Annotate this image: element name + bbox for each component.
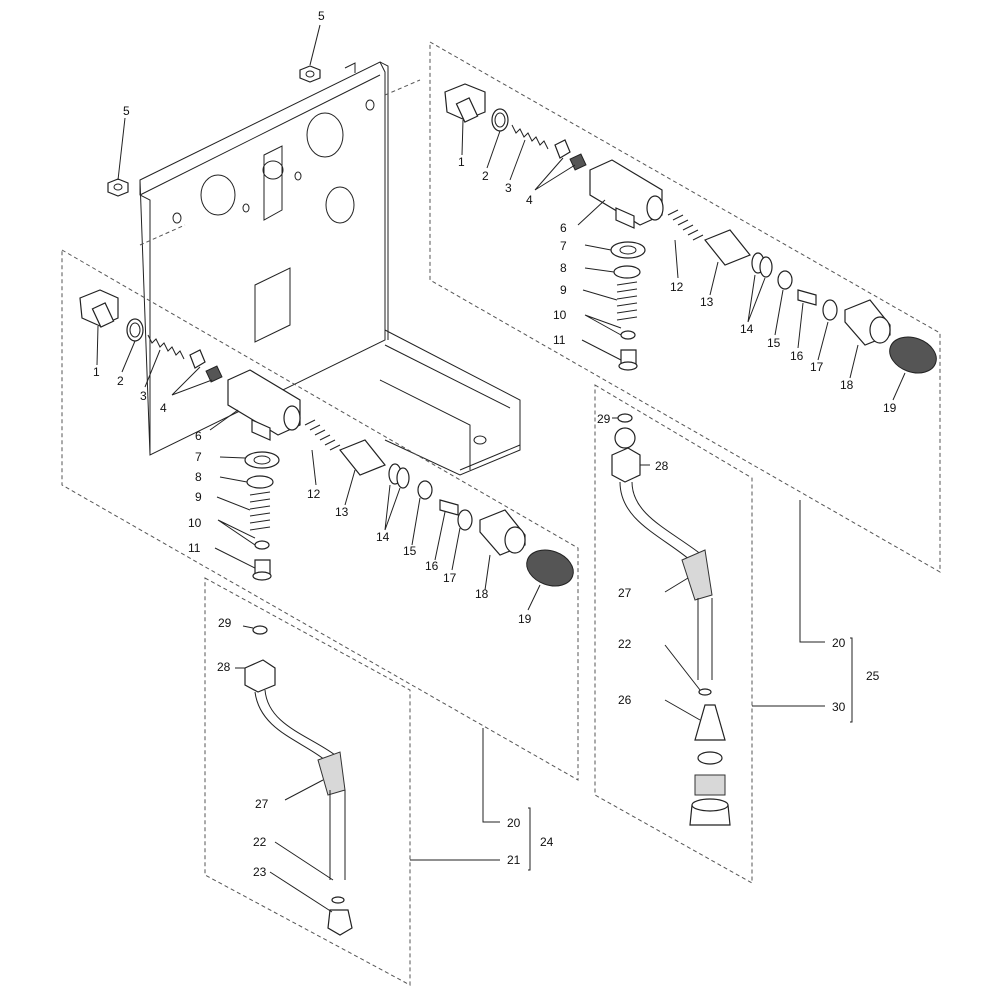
callout-right-12: 12 [670, 280, 684, 294]
nut-5-left [107, 178, 129, 197]
callout-right-14: 14 [740, 322, 754, 336]
callout-left-4: 4 [160, 401, 167, 415]
callout-5-left: 5 [123, 104, 130, 118]
callout-right-7: 7 [560, 239, 567, 253]
callout-left-12: 12 [307, 487, 321, 501]
callout-right-20: 20 [832, 636, 846, 650]
callout-right-6: 6 [560, 221, 567, 235]
callout-left-22: 22 [253, 835, 267, 849]
chassis-frame [139, 61, 521, 476]
callout-right-10: 10 [553, 308, 567, 322]
callout-right-2: 2 [482, 169, 489, 183]
callout-left-10: 10 [188, 516, 202, 530]
callout-right-18: 18 [840, 378, 854, 392]
callout-right-30: 30 [832, 700, 846, 714]
right-wand-box [594, 384, 753, 884]
callout-labels: 5 5 1 2 3 4 6 7 8 9 10 11 12 13 14 15 16… [93, 9, 897, 879]
callout-left-3: 3 [140, 389, 147, 403]
leader-lines [96, 24, 906, 913]
callout-right-28: 28 [655, 459, 669, 473]
callout-right-13: 13 [700, 295, 714, 309]
callout-right-17: 17 [810, 360, 824, 374]
callout-left-7: 7 [195, 450, 202, 464]
callout-right-4: 4 [526, 193, 533, 207]
callout-right-29: 29 [597, 412, 611, 426]
left-valve-assembly [79, 289, 574, 587]
callout-left-23: 23 [253, 865, 267, 879]
nut-5-top [299, 65, 321, 83]
callout-right-15: 15 [767, 336, 781, 350]
callout-left-16: 16 [425, 559, 439, 573]
left-steam-wand [244, 625, 353, 936]
callout-left-27: 27 [255, 797, 269, 811]
callout-left-19: 19 [518, 612, 532, 626]
callout-left-20: 20 [507, 816, 521, 830]
right-assembly-box [429, 41, 941, 573]
callout-right-22: 22 [618, 637, 632, 651]
callout-left-21: 21 [507, 853, 521, 867]
callout-right-11: 11 [553, 333, 566, 347]
callout-left-15: 15 [403, 544, 417, 558]
callout-right-25: 25 [866, 669, 880, 683]
callout-left-2: 2 [117, 374, 124, 388]
callout-right-3: 3 [505, 181, 512, 195]
left-wand-box [204, 577, 411, 986]
callout-left-17: 17 [443, 571, 457, 585]
callout-right-19: 19 [883, 401, 897, 415]
callout-left-24: 24 [540, 835, 554, 849]
callout-right-27: 27 [618, 586, 632, 600]
right-steam-wand [611, 413, 731, 826]
callout-left-14: 14 [376, 530, 390, 544]
callout-left-13: 13 [335, 505, 349, 519]
callout-right-1: 1 [458, 155, 465, 169]
callout-right-9: 9 [560, 283, 567, 297]
callout-5-top: 5 [318, 9, 325, 23]
callout-right-16: 16 [790, 349, 804, 363]
callout-left-8: 8 [195, 470, 202, 484]
callout-left-29: 29 [218, 616, 232, 630]
callout-left-28: 28 [217, 660, 231, 674]
callout-left-6: 6 [195, 429, 202, 443]
right-valve-assembly [444, 83, 937, 374]
callout-left-1: 1 [93, 365, 100, 379]
callout-right-26: 26 [618, 693, 632, 707]
callout-right-8: 8 [560, 261, 567, 275]
callout-left-18: 18 [475, 587, 489, 601]
callout-left-11: 11 [188, 541, 201, 555]
callout-left-9: 9 [195, 490, 202, 504]
left-assembly-box [61, 249, 579, 781]
